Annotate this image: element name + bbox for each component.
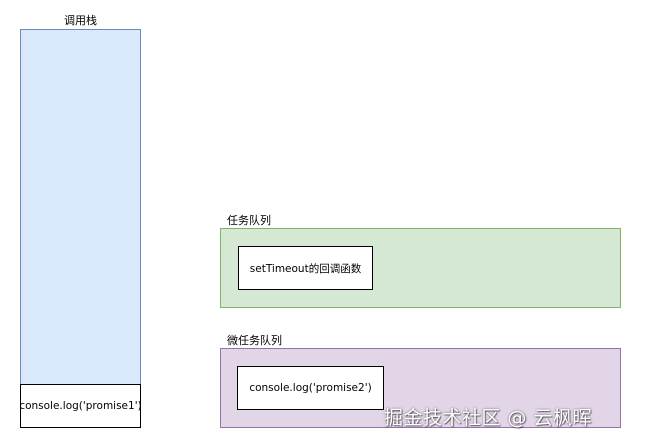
microtask-queue-label: 微任务队列 bbox=[227, 334, 282, 347]
task-queue-item: setTimeout的回调函数 bbox=[238, 246, 373, 290]
watermark: 掘金技术社区 @ 云枫晖 bbox=[384, 407, 593, 429]
task-queue-label: 任务队列 bbox=[227, 214, 271, 227]
call-stack-container bbox=[20, 29, 141, 428]
microtask-queue-item: console.log('promise2') bbox=[237, 366, 384, 410]
call-stack-label: 调用栈 bbox=[64, 14, 97, 27]
call-stack-item: console.log('promise1') bbox=[19, 384, 142, 428]
